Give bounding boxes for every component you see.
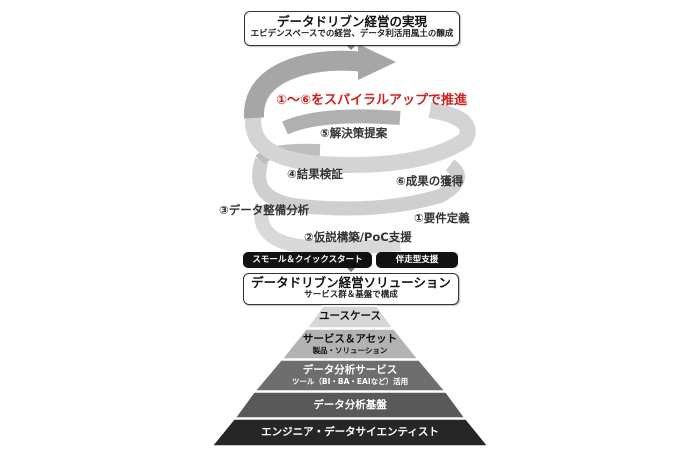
spiral-top-arc xyxy=(243,50,367,119)
tier-platform-label: データ分析基盤 xyxy=(313,399,387,411)
spiral-loop-middle xyxy=(245,102,476,173)
step-2-hypothesis-poc: ②仮説構築/PoC支援 xyxy=(304,230,412,244)
accompanying-support-badge: 伴走型支援 xyxy=(376,252,458,268)
goal-box: データドリブン経営の実現 エビデンスベースでの経営、データ利活用風土の醸成 xyxy=(244,11,460,46)
pyramid-tier-analytics-service xyxy=(253,359,447,392)
pyramid-tier-platform xyxy=(233,391,467,419)
tier-service-asset-label: サービス＆アセット 製品・ソリューション xyxy=(302,333,398,355)
spiral-loop-bottom xyxy=(254,203,401,255)
small-quick-start-badge: スモール＆クイックスタート xyxy=(243,252,372,268)
solution-subtitle: サービス群＆基盤で構成 xyxy=(304,290,398,300)
pyramid-tier-service-asset xyxy=(280,328,420,360)
step-5-solution-proposal: ⑤解決策提案 xyxy=(320,126,388,140)
goal-subtitle: エビデンスベースでの経営、データ利活用風土の醸成 xyxy=(250,29,454,39)
step-4-result-verification: ④結果検証 xyxy=(287,167,343,181)
tier-engineers-label: エンジニア・データサイエンティスト xyxy=(261,426,439,438)
spiral-loop-middle-back xyxy=(282,109,401,135)
step-6-outcome-acquisition: ⑥成果の獲得 xyxy=(396,174,464,188)
goal-title: データドリブン経営の実現 xyxy=(276,14,427,29)
spiral-headline: ①～⑥をスパイラルアップで推進 xyxy=(276,93,468,108)
pyramid-tier-engineers xyxy=(210,418,490,447)
spiral-loop-lower xyxy=(252,157,465,216)
tier-usecase-label: ユースケース xyxy=(319,310,381,322)
tier-analytics-service-label: データ分析サービス ツール（BI・BA・EAIなど）活用 xyxy=(291,364,409,386)
spiral-arrow-head-icon xyxy=(358,44,396,80)
solution-box: データドリブン経営ソリューション サービス群＆基盤で構成 xyxy=(243,273,459,305)
step-3-data-preparation-analysis: ③データ整備分析 xyxy=(219,203,310,217)
solution-title: データドリブン経営ソリューション xyxy=(251,275,451,290)
pyramid-tier-usecase xyxy=(305,305,395,329)
step-1-requirement-definition: ①要件定義 xyxy=(414,211,470,225)
